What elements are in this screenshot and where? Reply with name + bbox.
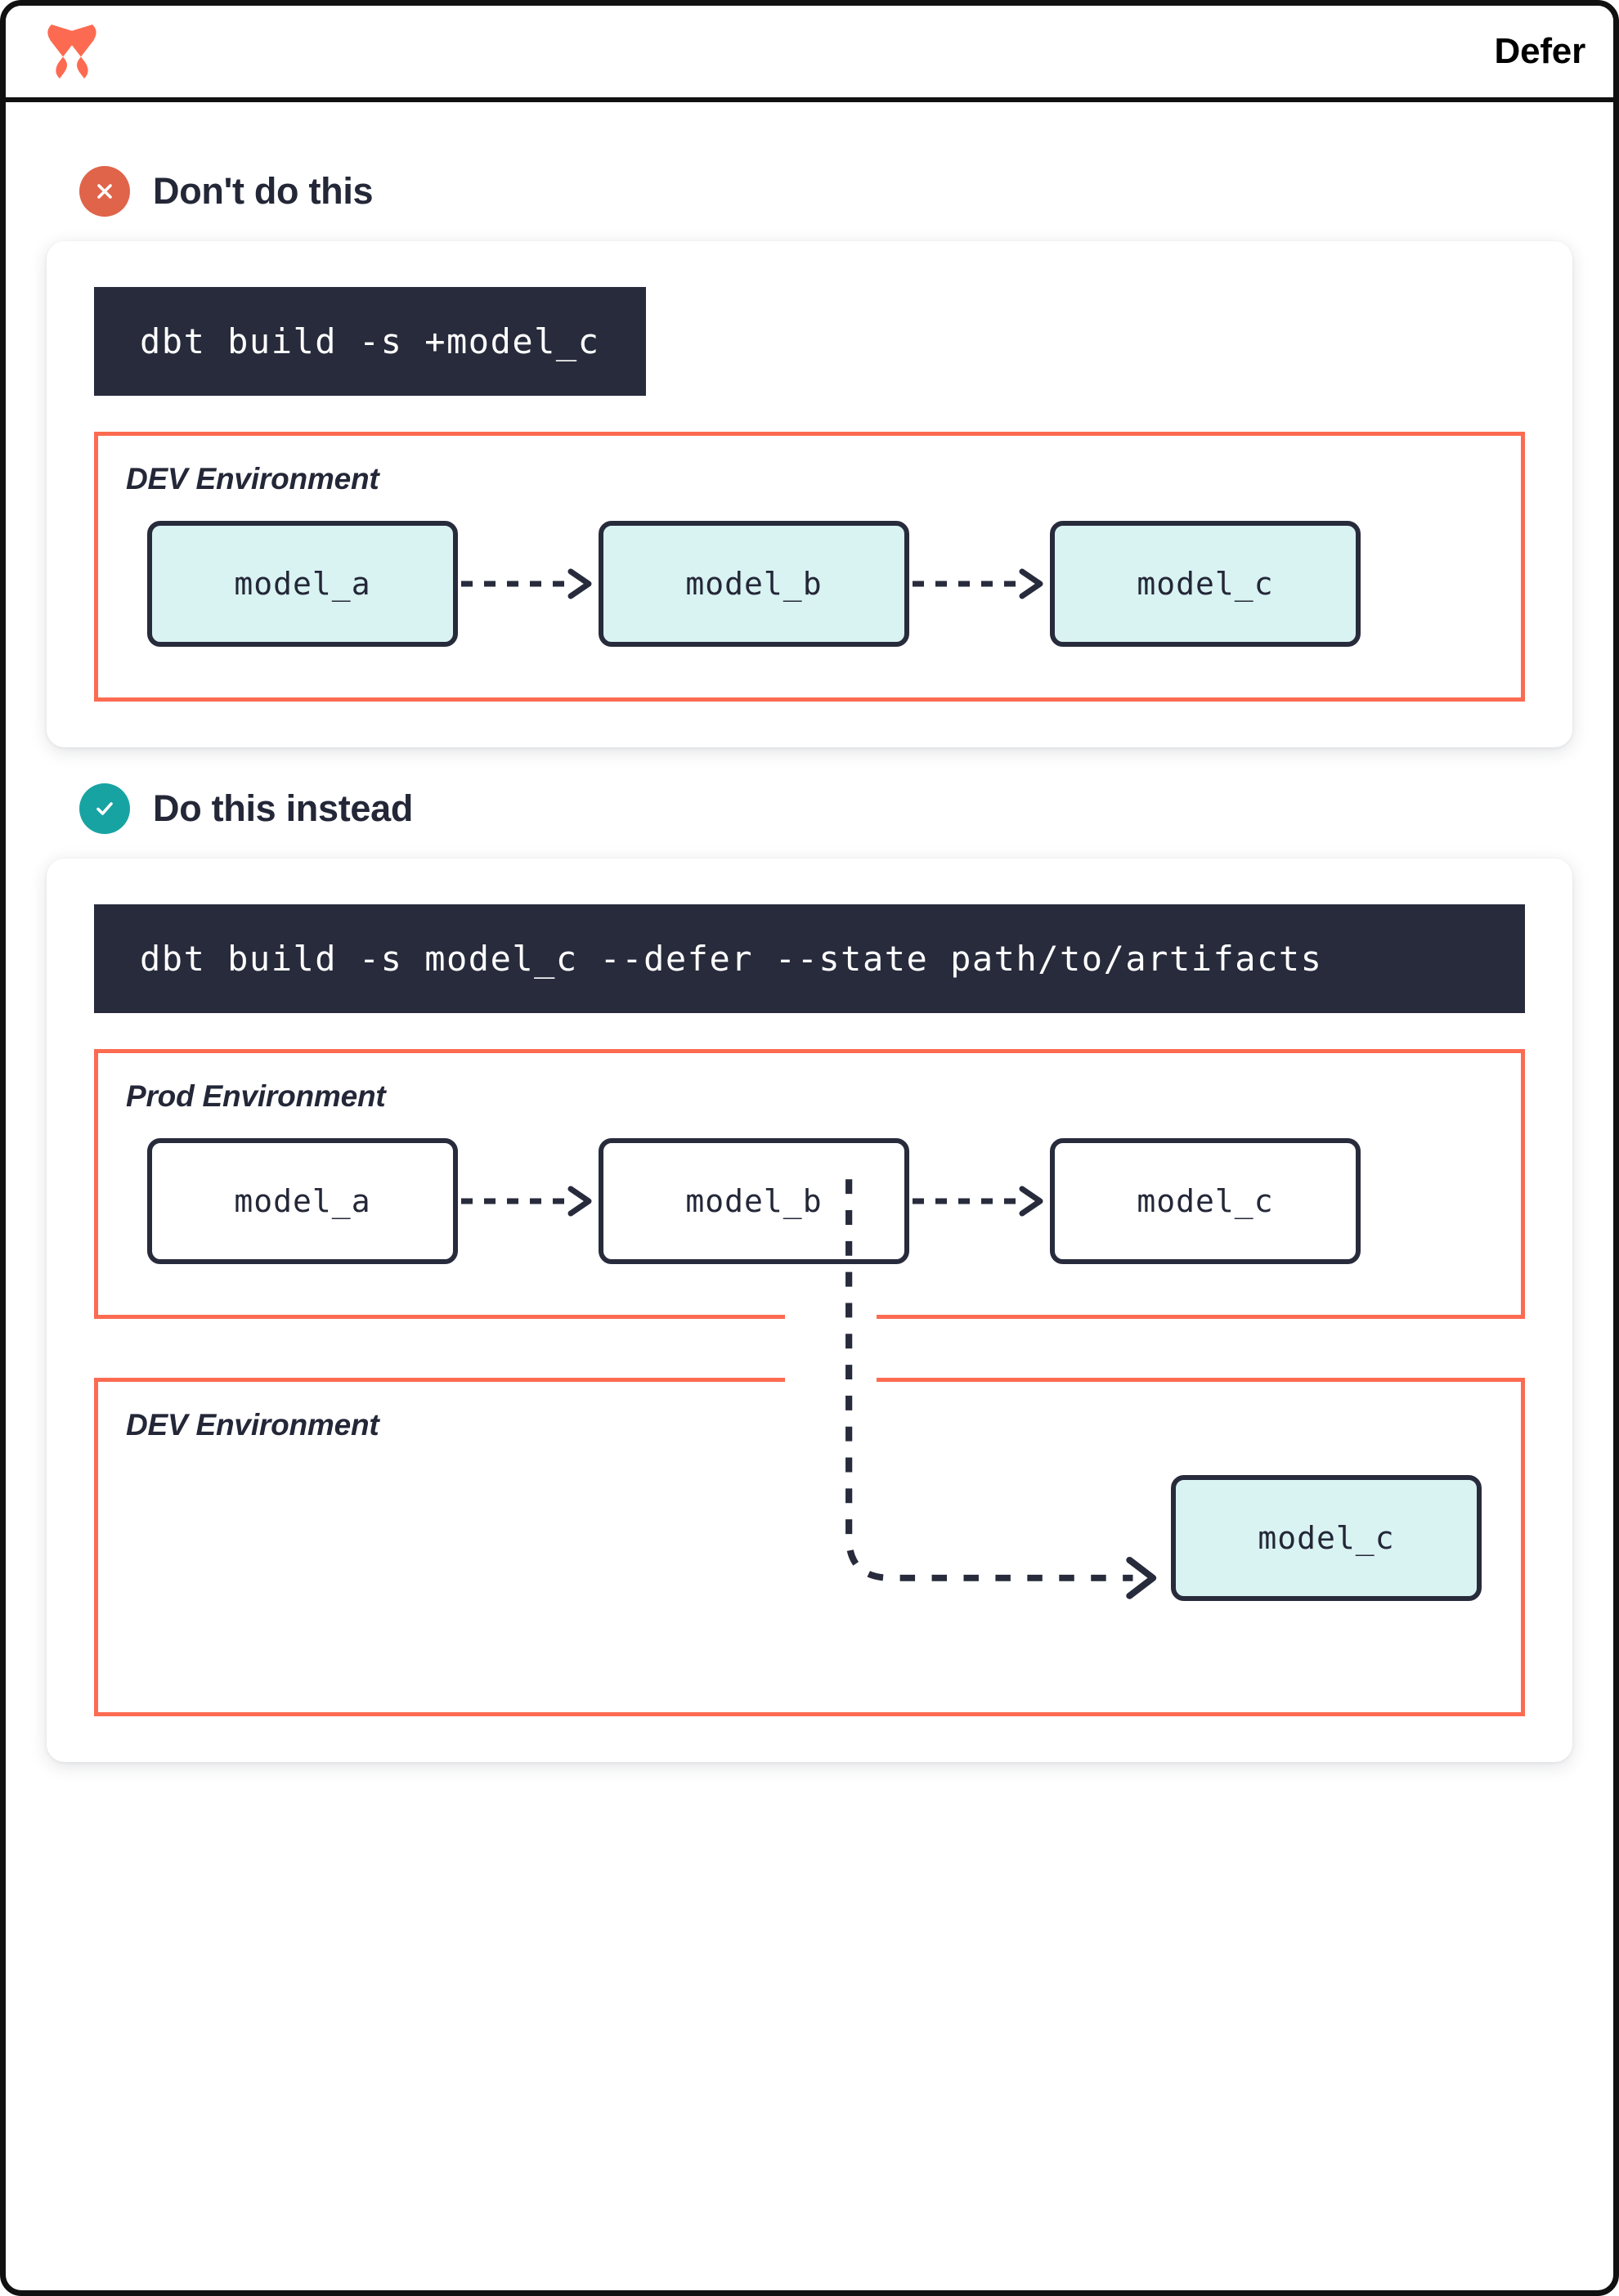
model-node-c-dev1[interactable]: model_c (1050, 521, 1361, 647)
arrow-b-to-c-prod (909, 1185, 1050, 1218)
section-dont-do-this: Don't do this dbt build -s +model_c DEV … (47, 138, 1572, 747)
dev2-body: model_c (98, 1442, 1521, 1712)
dbt-logo-icon (43, 21, 101, 82)
env-label-dev-2: DEV Environment (126, 1408, 379, 1442)
arrow-a-to-b-dev1 (458, 567, 599, 600)
env-label-dev-1: DEV Environment (126, 462, 379, 496)
section-header-do: Do this instead (47, 756, 1572, 859)
env-prod-section2: Prod Environment model_a model_b (94, 1049, 1525, 1319)
arrow-b-to-c-dev1 (909, 567, 1050, 600)
env-dev-section1: DEV Environment model_a model_b (94, 432, 1525, 702)
card-dont-do-this: dbt build -s +model_c DEV Environment mo… (47, 241, 1572, 747)
model-node-b-prod[interactable]: model_b (599, 1138, 909, 1264)
model-node-c-dev2[interactable]: model_c (1171, 1475, 1482, 1601)
border-segment-left (94, 1315, 785, 1319)
model-node-a-dev1[interactable]: model_a (147, 521, 458, 647)
model-node-b-dev1[interactable]: model_b (599, 521, 909, 647)
border-segment-right (877, 1315, 1525, 1319)
page-title: Defer (1494, 31, 1586, 71)
section-title-dont: Don't do this (153, 170, 374, 212)
section-do-this-instead: Do this instead dbt build -s model_c --d… (47, 756, 1572, 1762)
border-segment-left (94, 1378, 785, 1382)
card-do-this-instead: dbt build -s model_c --defer --state pat… (47, 859, 1572, 1762)
x-icon (79, 166, 130, 217)
dev-top-border (94, 1378, 1525, 1382)
model-node-a-prod[interactable]: model_a (147, 1138, 458, 1264)
section-title-do: Do this instead (153, 787, 414, 829)
environment-stack: Prod Environment model_a model_b (94, 1049, 1525, 1716)
top-bar: Defer (6, 6, 1613, 102)
border-gap (785, 1315, 877, 1319)
env-label-prod: Prod Environment (126, 1079, 386, 1113)
models-row-dev-2: model_c (98, 1442, 1521, 1601)
models-row-dev-1: model_a model_b (98, 496, 1521, 697)
env-dev-section2: DEV Environment model_c (94, 1378, 1525, 1716)
border-gap (785, 1378, 877, 1382)
check-icon (79, 783, 130, 834)
command-dont: dbt build -s +model_c (94, 287, 646, 396)
border-segment-right (877, 1378, 1525, 1382)
content-area: Don't do this dbt build -s +model_c DEV … (6, 102, 1613, 1808)
command-do: dbt build -s model_c --defer --state pat… (94, 904, 1525, 1013)
model-node-c-prod[interactable]: model_c (1050, 1138, 1361, 1264)
arrow-a-to-b-prod (458, 1185, 599, 1218)
section-header-dont: Don't do this (47, 138, 1572, 241)
models-row-prod: model_a model_b (98, 1114, 1521, 1315)
prod-bottom-border (94, 1315, 1525, 1319)
